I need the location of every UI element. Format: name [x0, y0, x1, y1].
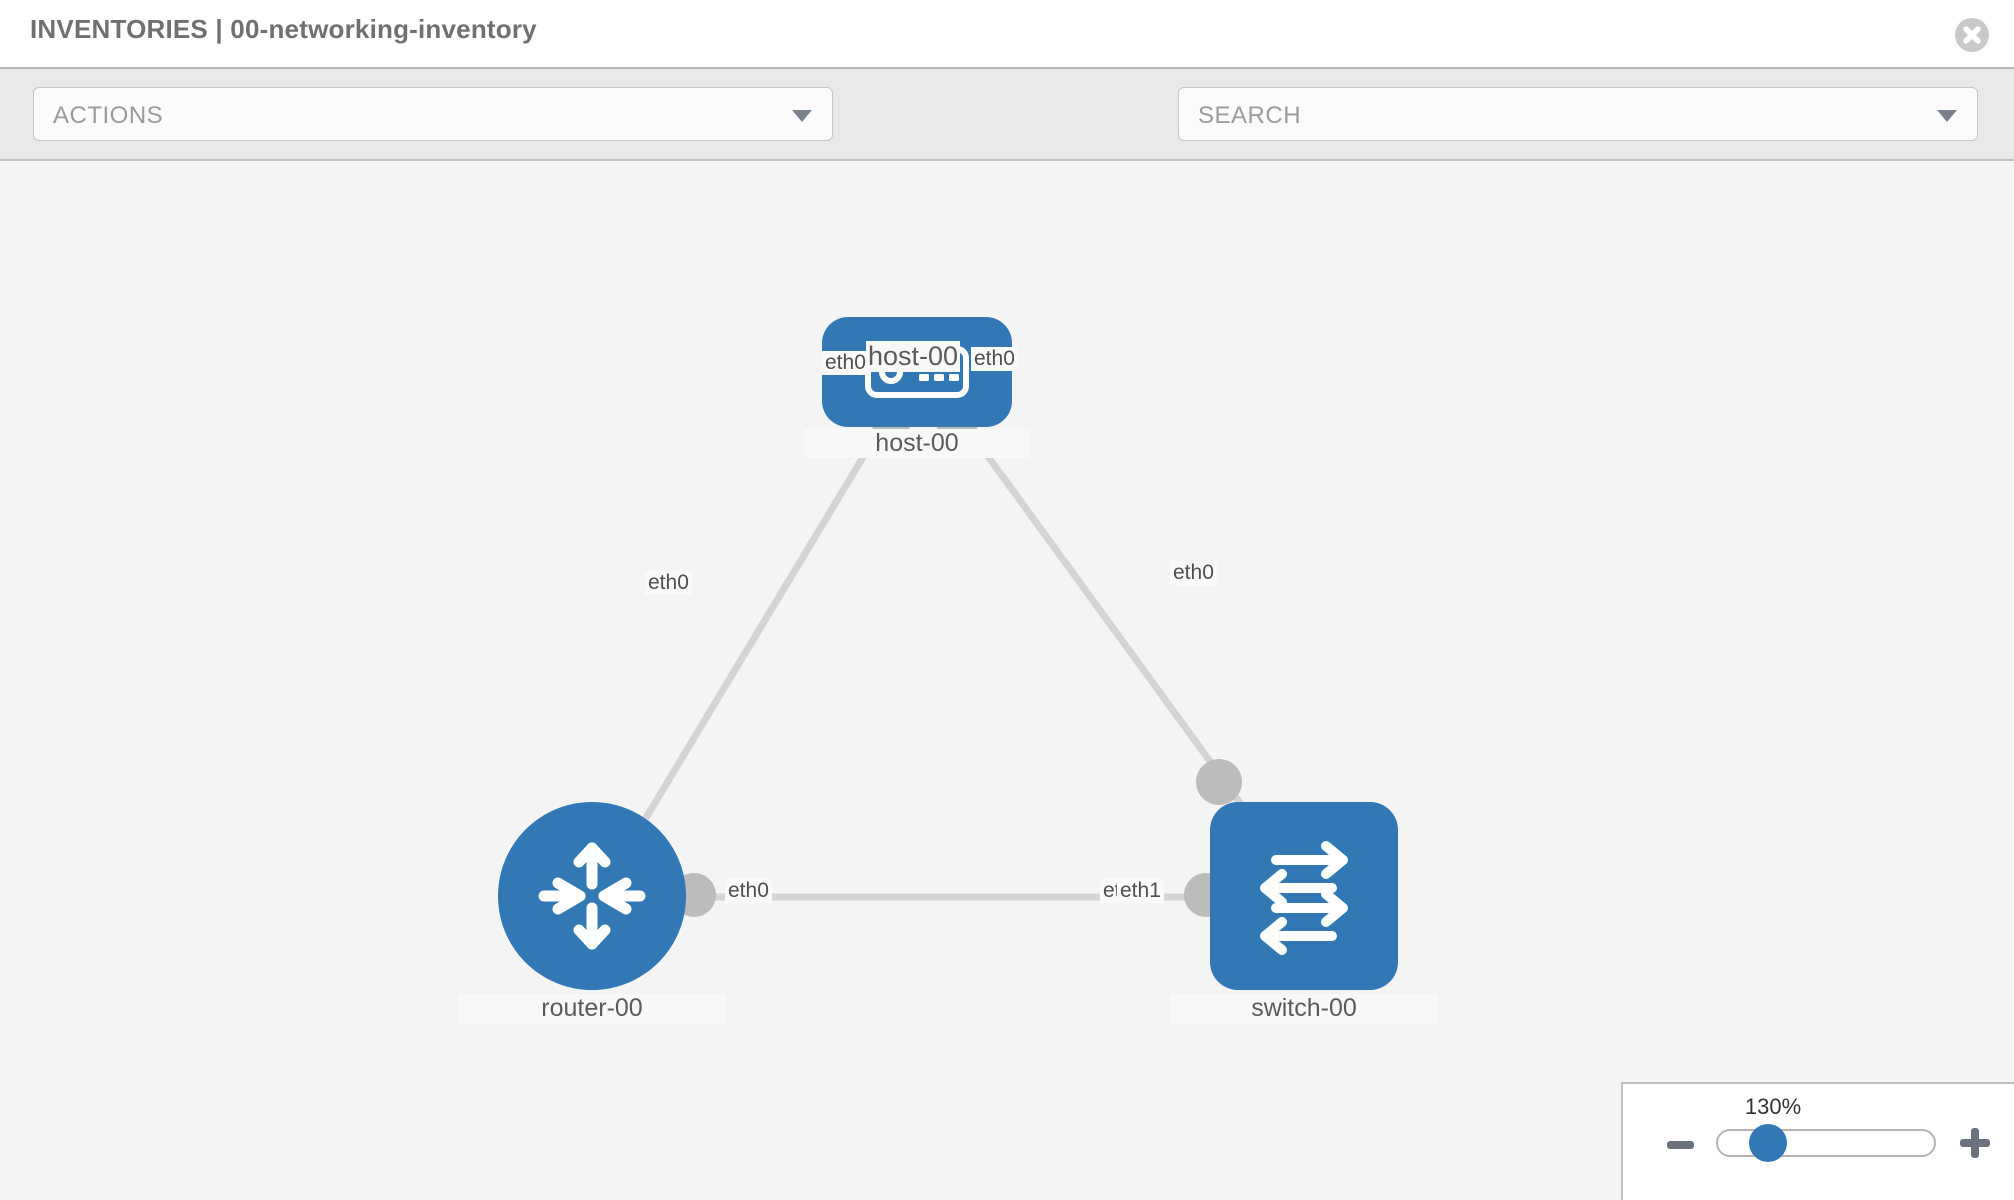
node-host-00-label-overlay: host-00 — [866, 341, 961, 372]
node-host-00[interactable]: host-00 — [804, 317, 1030, 458]
zoom-out-button[interactable] — [1667, 1141, 1694, 1149]
search-input[interactable]: SEARCH — [1198, 102, 1302, 129]
page-header: INVENTORIES | 00-networking-inventory — [0, 0, 2014, 69]
node-host-00-label: host-00 — [804, 429, 1030, 458]
switch-arrows-icon — [1260, 841, 1348, 955]
edge-label-router-right: eth0 — [725, 879, 772, 903]
chevron-down-icon — [1937, 110, 1957, 122]
zoom-slider-thumb[interactable] — [1749, 1124, 1787, 1162]
node-switch-00[interactable]: switch-00 — [1170, 802, 1438, 1023]
node-router-00-shape — [498, 802, 686, 990]
zoom-control-panel: 130% — [1621, 1082, 2014, 1200]
node-switch-00-label: switch-00 — [1170, 994, 1438, 1023]
close-icon[interactable] — [1955, 18, 1989, 52]
page-title: INVENTORIES | 00-networking-inventory — [30, 14, 537, 44]
chevron-down-icon — [792, 110, 812, 122]
node-router-00[interactable]: router-00 — [458, 802, 726, 1023]
edge-label-host-left: eth0 — [822, 351, 869, 375]
topology-canvas[interactable]: host-00 router-00 — [0, 161, 2014, 1200]
node-router-00-label: router-00 — [458, 994, 726, 1023]
zoom-in-button[interactable] — [1960, 1128, 1990, 1158]
zoom-level-value: 130% — [1744, 1094, 1802, 1119]
search-dropdown[interactable]: SEARCH — [1178, 87, 1978, 141]
edge-label-switch-left: eth1 — [1117, 879, 1164, 903]
port-switch-top[interactable] — [1196, 759, 1242, 805]
router-arrows-icon — [538, 842, 646, 950]
node-switch-00-shape — [1210, 802, 1398, 990]
edge-label-switch-up: eth0 — [1170, 561, 1217, 585]
actions-dropdown-label: ACTIONS — [53, 102, 164, 129]
edge-label-host-right: eth0 — [971, 347, 1018, 371]
toolbar: ACTIONS SEARCH — [0, 69, 2014, 200]
link-host-router[interactable] — [617, 427, 883, 863]
edge-label-router-up: eth0 — [645, 571, 692, 595]
actions-dropdown[interactable]: ACTIONS — [33, 87, 833, 141]
